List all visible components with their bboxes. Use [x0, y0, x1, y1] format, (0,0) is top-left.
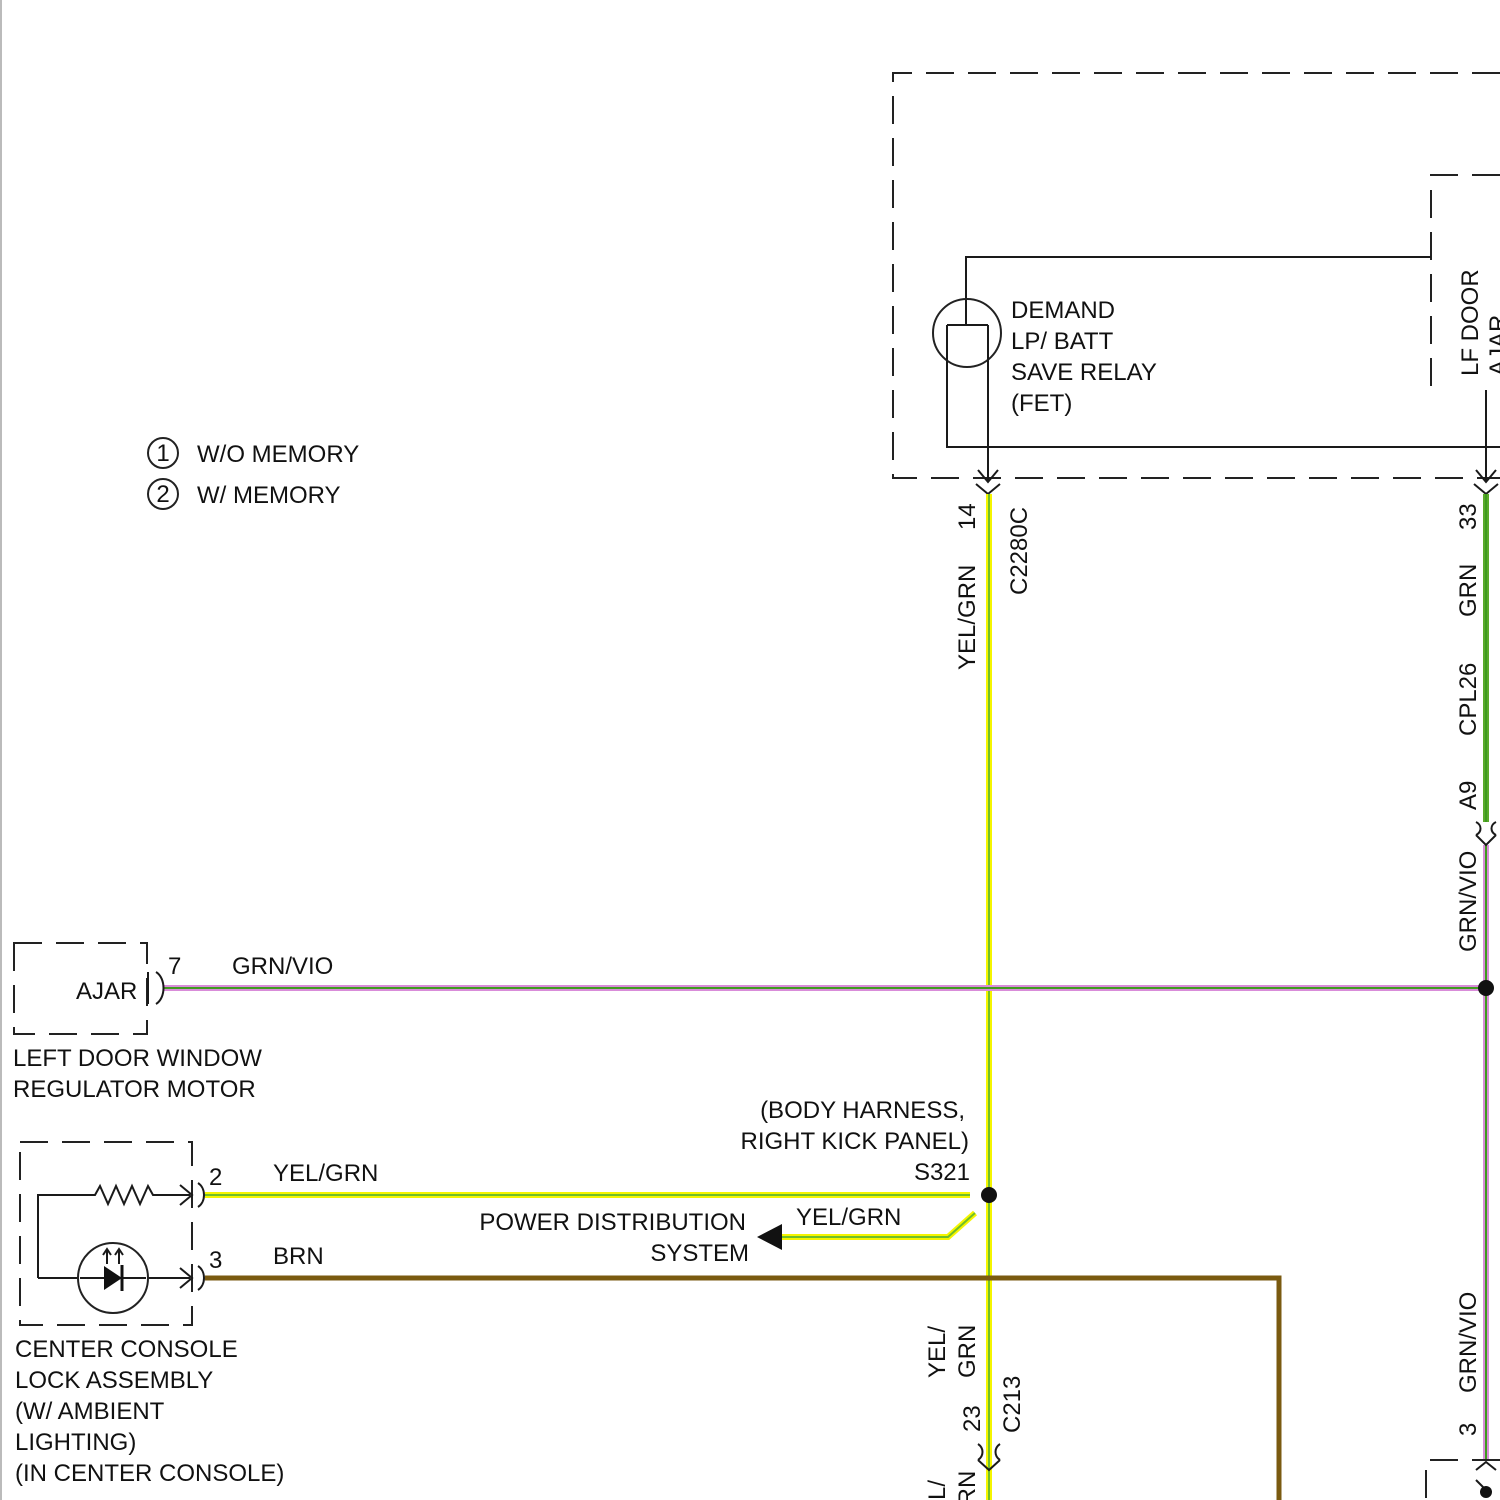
- legend-num: 1: [156, 440, 169, 467]
- pin-3-label: 3: [209, 1247, 222, 1274]
- pin-3-label: 3: [1455, 1423, 1482, 1436]
- lf-door-label-2: AJAR: [1485, 315, 1500, 376]
- wire-color-label: YEL/GRN: [954, 565, 981, 670]
- power-distribution-label: SYSTEM: [650, 1240, 749, 1267]
- relay-label-line: LP/ BATT: [1011, 328, 1114, 355]
- lf-door-label: LF DOOR: [1457, 269, 1484, 376]
- wire-color-label: YEL/GRN: [273, 1160, 378, 1187]
- resistor-icon: [38, 1186, 190, 1278]
- connector-c213-label: C213: [999, 1376, 1026, 1433]
- legend-item-1: 1 W/O MEMORY: [148, 438, 359, 468]
- connector-a9-icon: [1476, 822, 1496, 845]
- legend: 1 W/O MEMORY 2 W/ MEMORY: [148, 438, 359, 509]
- module-dashed-border: [893, 73, 1500, 478]
- console-dashed-box: [20, 1142, 192, 1325]
- pin-7-label: 7: [168, 953, 181, 980]
- connector-cpl26-label: CPL26: [1455, 663, 1482, 736]
- ajar-label: AJAR: [76, 978, 137, 1005]
- wire-color-label: YEL/GRN: [796, 1204, 901, 1231]
- relay-label-line: SAVE RELAY: [1011, 359, 1157, 386]
- wire-color-label: GRN: [1455, 564, 1482, 617]
- component-name: LIGHTING): [15, 1429, 136, 1456]
- legend-item-2: 2 W/ MEMORY: [148, 479, 341, 509]
- left-door-component: AJAR 7 LEFT DOOR WINDOW REGULATOR MOTOR: [13, 943, 262, 1103]
- legend-text: W/ MEMORY: [197, 482, 341, 509]
- component-name: CENTER CONSOLE: [15, 1336, 238, 1363]
- wire-color-label: GRN/VIO: [232, 953, 333, 980]
- component-name: LEFT DOOR WINDOW: [13, 1045, 262, 1072]
- legend-text: W/O MEMORY: [197, 441, 359, 468]
- component-name: LOCK ASSEMBLY: [15, 1367, 213, 1394]
- component-name: (IN CENTER CONSOLE): [15, 1460, 284, 1487]
- legend-num: 2: [156, 481, 169, 508]
- connector-c2280c-label: C2280C: [1006, 507, 1033, 595]
- fet-relay-icon: [933, 299, 1001, 367]
- splice-id-label: S321: [914, 1159, 970, 1186]
- connector-arrow-icon: [156, 972, 164, 1004]
- wire-color-label: GRN: [954, 1325, 981, 1378]
- splice-s321-dot: [981, 1187, 997, 1203]
- wire-brn: [205, 1278, 1279, 1500]
- splice-harness-label: RIGHT KICK PANEL): [741, 1128, 970, 1155]
- wire-color-label: BRN: [273, 1243, 324, 1270]
- connector-arrow-icon: [1476, 1462, 1496, 1490]
- internal-line: [966, 257, 1431, 300]
- wire-color-label: GRN/VIO: [1455, 851, 1482, 952]
- wire-color-label: GRN/VIO: [1455, 1292, 1482, 1393]
- splice-harness-label: (BODY HARNESS,: [760, 1097, 965, 1124]
- power-distribution-label: POWER DISTRIBUTION: [479, 1209, 746, 1236]
- wire-color-label: YEL/: [924, 1326, 951, 1378]
- wire-color-label: GRN: [954, 1471, 981, 1500]
- module-enclosure: DEMAND LP/ BATT SAVE RELAY (FET) LF DOOR…: [893, 73, 1500, 494]
- relay-label-line: (FET): [1011, 390, 1072, 417]
- power-arrow-icon: [757, 1224, 782, 1250]
- pin-33-label: 33: [1455, 503, 1482, 530]
- pin-14-label: 14: [954, 503, 981, 530]
- pin-23-label: 23: [959, 1405, 986, 1432]
- component-name: (W/ AMBIENT: [15, 1398, 165, 1425]
- wire-color-label: YEL/: [924, 1480, 951, 1500]
- splice-dot: [1478, 980, 1494, 996]
- connector-a9-label: A9: [1455, 781, 1482, 810]
- led-icon: [78, 1243, 148, 1313]
- splice-dot: [1480, 1486, 1492, 1498]
- component-name: REGULATOR MOTOR: [13, 1076, 256, 1103]
- pin-2-label: 2: [209, 1164, 222, 1191]
- relay-label-line: DEMAND: [1011, 297, 1115, 324]
